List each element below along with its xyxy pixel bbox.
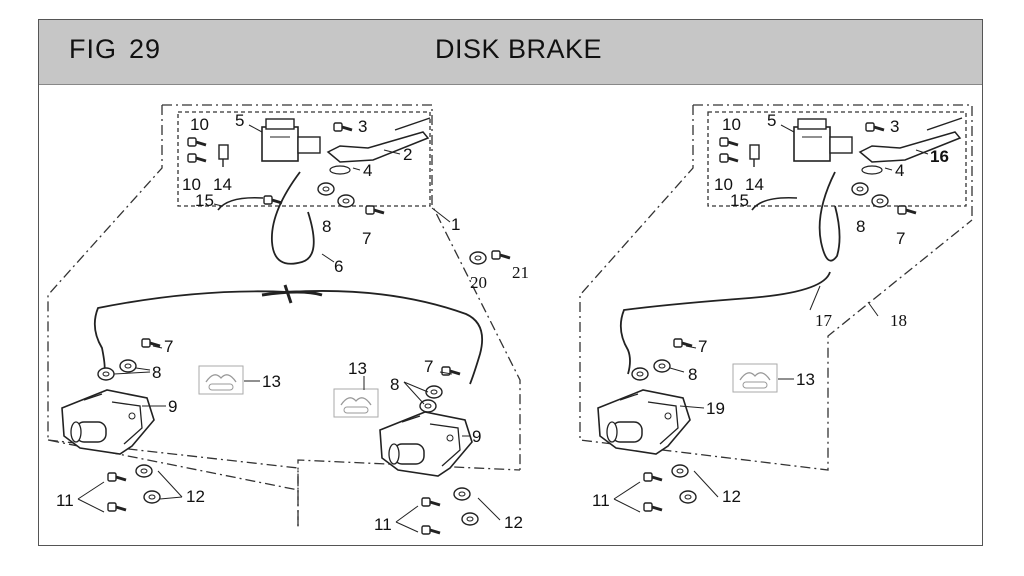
label-13: 13: [796, 370, 815, 389]
label-5: 5: [235, 111, 244, 130]
label-20: 20: [470, 273, 487, 292]
label-8c: 8: [390, 375, 399, 394]
label-13b: 13: [348, 359, 367, 378]
right-brake-hose: [619, 171, 841, 375]
label-7b: 7: [698, 337, 707, 356]
label-3: 3: [890, 117, 899, 136]
label-6: 6: [334, 257, 343, 276]
label-13: 13: [262, 372, 281, 391]
figure-header: FIG 29 DISK BRAKE: [39, 20, 982, 85]
label-4: 4: [363, 161, 372, 180]
label-17: 17: [815, 311, 833, 330]
label-9: 9: [168, 397, 177, 416]
label-7c: 7: [424, 357, 433, 376]
label-10b: 10: [182, 175, 201, 194]
label-16: 16: [930, 147, 949, 166]
label-21: 21: [512, 263, 529, 282]
label-1: 1: [451, 215, 460, 234]
label-14: 14: [213, 175, 232, 194]
label-14: 14: [745, 175, 764, 194]
label-8b: 8: [152, 363, 161, 382]
label-5: 5: [767, 111, 776, 130]
label-7: 7: [896, 229, 905, 248]
label-8b: 8: [688, 365, 697, 384]
figure-title: DISK BRAKE: [435, 34, 603, 64]
fig-label: FIG: [69, 34, 117, 64]
left-callout-lines: [113, 124, 470, 437]
label-19: 19: [706, 399, 725, 418]
figure-number: FIG 29: [69, 34, 173, 65]
label-11b: 11: [374, 515, 392, 534]
label-11: 11: [56, 491, 74, 510]
label-10b: 10: [714, 175, 733, 194]
right-boundary-lines: [579, 104, 973, 471]
label-10: 10: [722, 115, 741, 134]
left-part-labels: 10 5 3 2 10 14 4 15 8 7 1 6 20 21 7 8 13…: [56, 111, 529, 534]
right-callout-lines: [669, 124, 929, 409]
right-front-caliper-group: [333, 365, 501, 536]
fig-number: 29: [129, 34, 162, 64]
label-11: 11: [592, 491, 610, 510]
label-15: 15: [195, 191, 214, 210]
right-rear-caliper-group: [597, 337, 778, 513]
left-front-caliper-group: [61, 337, 244, 513]
label-15: 15: [730, 191, 749, 210]
right-part-labels: 10 5 3 16 10 14 4 15 8 7 17 18 7 8 13 19…: [592, 111, 949, 510]
label-10: 10: [190, 115, 209, 134]
label-12: 12: [186, 487, 205, 506]
label-8: 8: [322, 217, 331, 236]
label-12: 12: [722, 487, 741, 506]
label-7b: 7: [164, 337, 173, 356]
left-master-cylinder: [186, 117, 431, 216]
label-2: 2: [403, 145, 412, 164]
label-9b: 9: [472, 427, 481, 446]
label-18: 18: [890, 311, 907, 330]
label-12b: 12: [504, 513, 523, 532]
left-boundary-lines: [47, 104, 521, 530]
left-brake-hoses: [93, 171, 512, 385]
label-7: 7: [362, 229, 371, 248]
label-4: 4: [895, 161, 904, 180]
label-8: 8: [856, 217, 865, 236]
right-master-cylinder: [718, 117, 963, 216]
label-3: 3: [358, 117, 367, 136]
